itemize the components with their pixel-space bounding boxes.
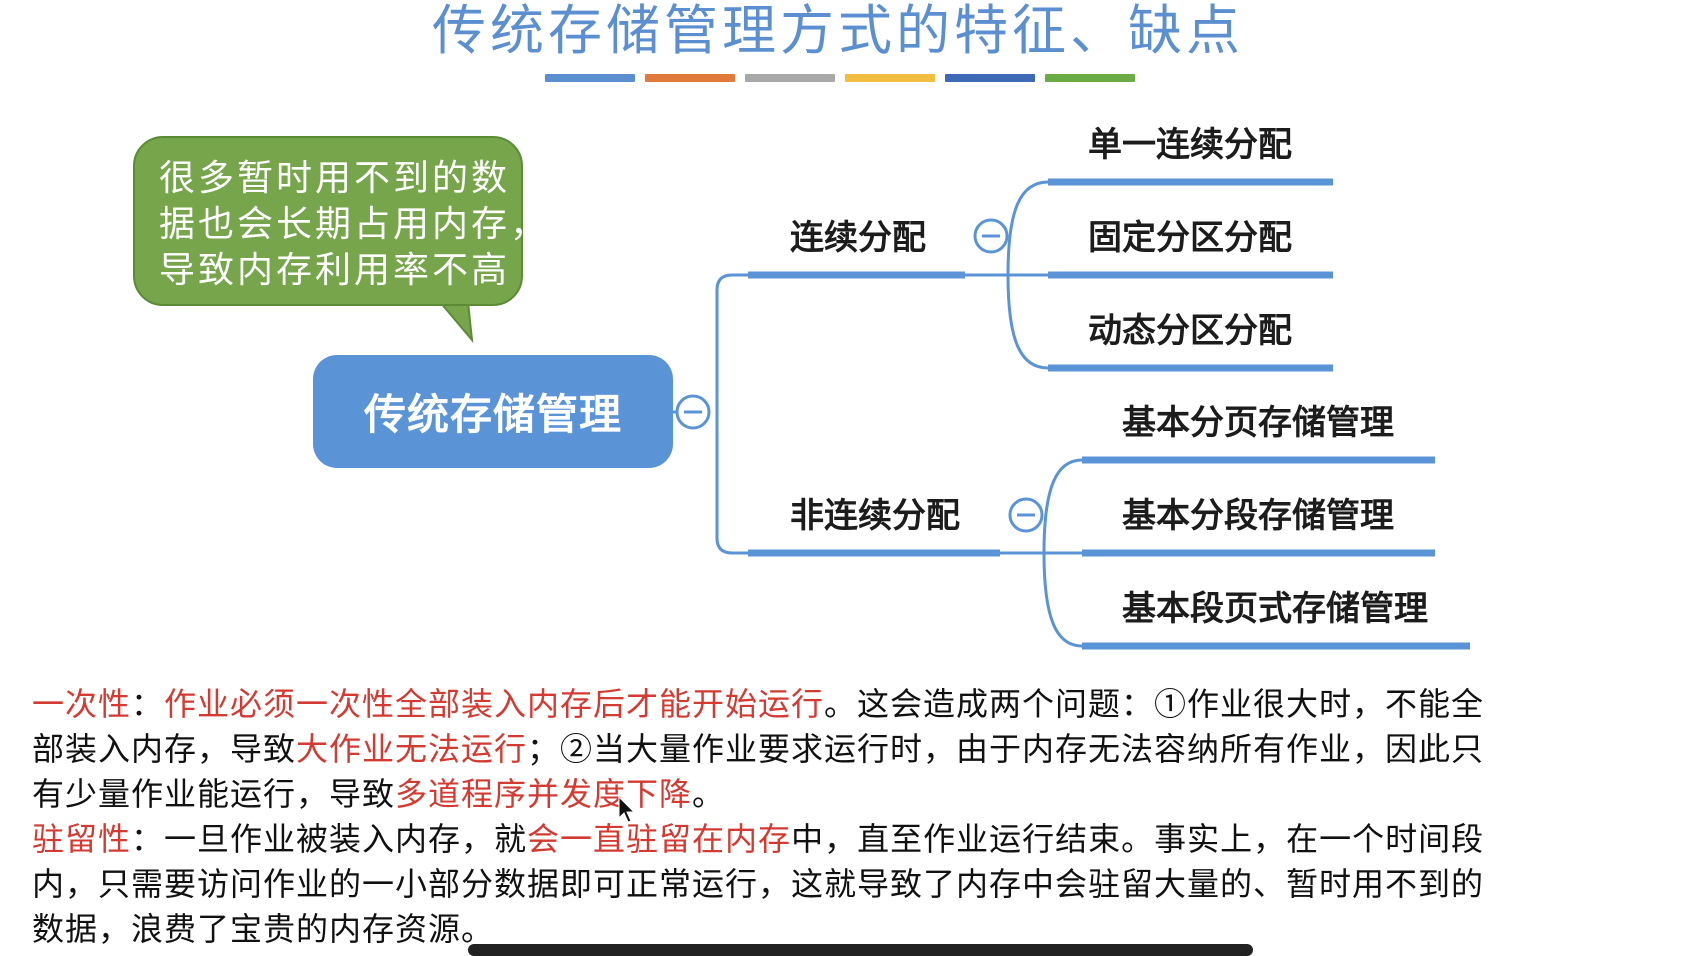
root-spine-top (715, 273, 748, 412)
title-underline-bar (1045, 74, 1135, 82)
leaf-label-basic-paging[interactable]: 基本分页存储管理 (1122, 403, 1394, 443)
term-one-time: 一次性 (32, 685, 132, 723)
collapse-icon-root[interactable] (675, 394, 711, 430)
text-line-4: 驻留性：一旦作业被装入内存，就会一直驻留在内存中，直至作业运行结束。事实上，在一… (32, 820, 1485, 858)
title-underline-bar (845, 74, 935, 82)
mouse-cursor-icon (618, 796, 636, 823)
text-line-6: 数据，浪费了宝贵的内存资源。 (32, 910, 495, 948)
page-title: 传统存储管理方式的特征、缺点 (432, 0, 1244, 62)
text-line-5: 内，只需要访问作业的一小部分数据即可正常运行，这就导致了内存中会驻留大量的、暂时… (32, 865, 1485, 903)
brace-noncontinuous-bottom (1042, 552, 1083, 648)
title-underline-bar (745, 74, 835, 82)
brace-noncontinuous-top (1000, 458, 1083, 555)
collapse-icon-noncontinuous[interactable] (1008, 497, 1044, 533)
text-line-2: 部装入内存，导致大作业无法运行；②当大量作业要求运行时，由于内存无法容纳所有作业… (32, 730, 1485, 768)
emphasis-concurrency-drop: 多道程序并发度下降 (395, 775, 693, 813)
mindmap-root-label: 传统存储管理 (363, 390, 622, 439)
emphasis-large-job: 大作业无法运行 (296, 730, 528, 768)
callout-line-1: 很多暂时用不到的数 (159, 158, 511, 199)
term-residency: 驻留性 (32, 820, 132, 858)
callout-line-3: 导致内存利用率不高 (159, 250, 511, 291)
video-progress-bar[interactable] (468, 944, 1253, 956)
brace-continuous-top (965, 180, 1049, 277)
title-underline-bar (645, 74, 735, 82)
mindmap-root-node[interactable]: 传统存储管理 (313, 355, 673, 468)
emphasis-stay-resident: 会一直驻留在内存 (527, 820, 792, 858)
leaf-label-dynamic-partition[interactable]: 动态分区分配 (1088, 311, 1292, 351)
collapse-icon-continuous[interactable] (973, 218, 1009, 254)
root-spine-bottom (715, 412, 748, 555)
title-underline-bar (545, 74, 635, 82)
explanation-text: 一次性：作业必须一次性全部装入内存后才能开始运行。这会造成两个问题：①作业很大时… (32, 682, 1686, 952)
branch-label-noncontinuous[interactable]: 非连续分配 (790, 496, 960, 536)
leaf-label-fixed-partition[interactable]: 固定分区分配 (1088, 218, 1292, 258)
leaf-label-segmented-paging[interactable]: 基本段页式存储管理 (1122, 589, 1428, 629)
brace-continuous-bottom (1006, 274, 1049, 370)
text-line-1: 一次性：作业必须一次性全部装入内存后才能开始运行。这会造成两个问题：①作业很大时… (32, 685, 1485, 723)
callout-line-2: 据也会长期占用内存， (159, 204, 550, 245)
leaf-label-single-continuous[interactable]: 单一连续分配 (1088, 125, 1292, 165)
leaf-label-basic-segmentation[interactable]: 基本分段存储管理 (1122, 496, 1394, 536)
callout-bubble: 很多暂时用不到的数 据也会长期占用内存， 导致内存利用率不高 (133, 136, 550, 306)
emphasis-load-all: 作业必须一次性全部装入内存后才能开始运行 (164, 685, 825, 723)
title-underline-bar (945, 74, 1035, 82)
branch-label-continuous[interactable]: 连续分配 (790, 218, 926, 258)
text-line-3: 有少量作业能运行，导致多道程序并发度下降。 (32, 775, 726, 813)
